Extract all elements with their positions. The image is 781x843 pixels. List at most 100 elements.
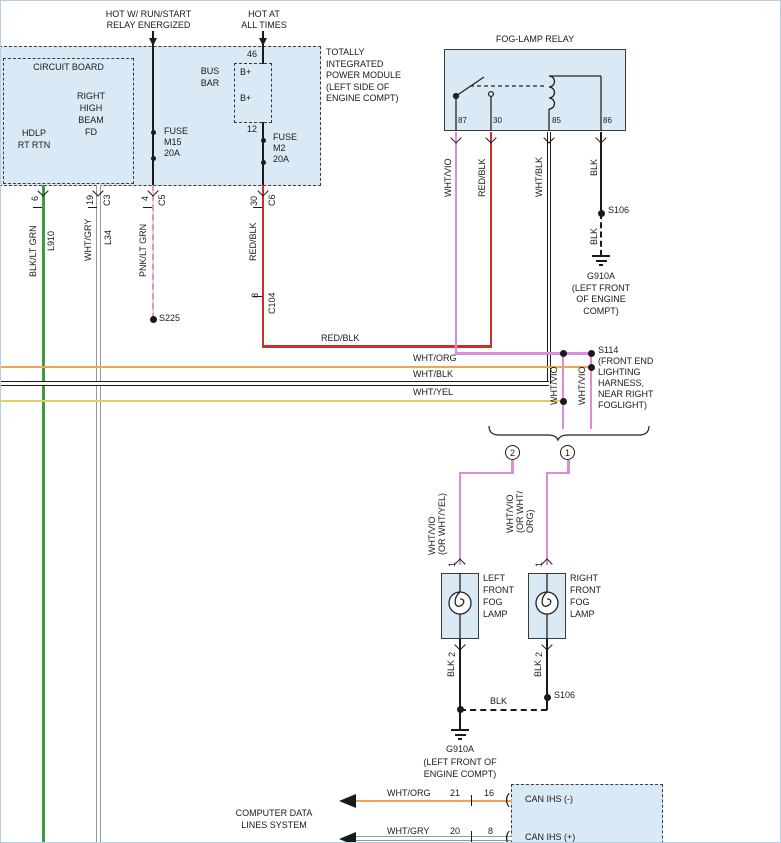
- tick-can-row1: [471, 795, 473, 806]
- wire-wht-blk-pin85: [546, 132, 552, 384]
- chevron-relay-85-icon: [542, 132, 555, 144]
- can-row2-pin-b: 8: [488, 826, 494, 836]
- splice-s114-branch: [559, 349, 567, 357]
- wire-hot-run-start: [151, 31, 155, 186]
- wire-can-wht-gry: [356, 836, 512, 841]
- arrow-down-hot1-icon: [149, 38, 157, 46]
- label-wht-org: WHT/ORG: [413, 353, 457, 363]
- wire-feed-left-v1: [511, 460, 514, 473]
- label-l34: L34: [103, 229, 113, 245]
- tipm-note: TOTALLY INTEGRATED POWER MODULE (LEFT SI…: [326, 47, 402, 103]
- label-c104: C104: [267, 292, 277, 314]
- wire-blk-dashed-s106-h: [460, 708, 547, 711]
- wire-can-wht-org: [356, 800, 512, 803]
- fuse-m2-top-terminal: [260, 137, 266, 143]
- label-red-blk-horizontal: RED/BLK: [321, 333, 360, 343]
- connector-brace-icon: [486, 425, 652, 441]
- wire-blk-pin86: [599, 132, 603, 213]
- hdlp-rt-rtn-label: HDLP RT RTN: [17, 128, 51, 150]
- wire-feed-right-v2: [545, 471, 549, 565]
- computer-data-lines-label: COMPUTER DATA LINES SYSTEM: [235, 808, 313, 830]
- bus-pin-46: 46: [246, 49, 257, 59]
- tipm-pin-4: 4: [140, 195, 150, 201]
- label-g910a-bottom: G910A (LEFT FRONT OF ENGINE COMPT): [423, 744, 497, 779]
- can-row2-pin-a: 20: [450, 826, 461, 836]
- fuse-m2-label: FUSE M2 20A: [273, 132, 298, 164]
- can-row2-label: CAN IHS (+): [525, 832, 576, 842]
- arrow-left-can2-icon: [339, 832, 356, 842]
- fuse-m15-top-terminal: [150, 129, 156, 135]
- wire-blk-lt-grn: [41, 185, 45, 842]
- wire-blk-left-lamp: [458, 639, 462, 729]
- connector-cavity-1: 1: [560, 445, 575, 460]
- label-blk-dashed-top: BLK: [589, 227, 599, 245]
- right-high-beam-fd-label: RIGHT HIGH BEAM FD: [77, 91, 105, 137]
- wire-hot-all-times-upper: [261, 31, 265, 64]
- wire-wht-vio-drop-right: [589, 352, 593, 429]
- label-wht-blk: WHT/BLK: [413, 369, 454, 379]
- label-blk-jumper: BLK: [490, 696, 508, 706]
- chevron-relay-86-icon: [594, 132, 607, 144]
- can-row1-label: CAN IHS (-): [525, 794, 573, 804]
- bus-pin-12: 12: [246, 124, 257, 134]
- tick-pin19: [88, 206, 97, 208]
- tick-can-row2: [471, 831, 473, 842]
- label-c104-pin-8: 8: [250, 292, 260, 298]
- chevron-relay-30-icon: [484, 132, 497, 144]
- label-wht-blk-85: WHT/BLK: [534, 156, 544, 197]
- splice-s114: [587, 349, 595, 357]
- wire-red-blk-to-relay: [489, 132, 493, 347]
- label-blk-86: BLK: [589, 158, 599, 176]
- connector-curl-row2-icon: (: [505, 829, 510, 843]
- left-fog-lamp-label: LEFT FRONT FOG LAMP: [483, 573, 514, 619]
- bus-bar-label: BUS BAR: [200, 66, 220, 88]
- relay-pin-30: 30: [493, 116, 502, 125]
- circuit-board-box: [3, 58, 134, 184]
- label-s106-bottom: S106: [554, 690, 576, 700]
- wire-wht-vio-drop-left: [561, 352, 565, 429]
- wire-wht-org-horizontal: [1, 365, 593, 369]
- relay-pin-86: 86: [603, 116, 612, 125]
- tick-pin4: [143, 206, 152, 208]
- ground-g910a-top-bar3: [598, 264, 604, 267]
- label-blk-right-lamp: BLK: [533, 659, 543, 677]
- wire-red-blk-from-tipm: [261, 185, 265, 347]
- splice-s106-top: [597, 209, 605, 217]
- label-l910: L910: [46, 230, 56, 251]
- tick-pin30: [253, 206, 262, 208]
- tipm-pin-19: 19: [85, 194, 95, 205]
- fog-lamp-relay-box: [444, 49, 626, 131]
- chevron-relay-87-icon: [449, 132, 462, 144]
- splice-s106-bottom: [543, 693, 551, 701]
- wire-wht-blk-horizontal: [1, 381, 549, 386]
- can-row1-wire: WHT/ORG: [387, 788, 431, 798]
- ground-g910a-bottom-bar1: [451, 729, 469, 732]
- hot-all-times-label: HOT AT ALL TIMES: [241, 9, 287, 30]
- label-blk-left-lamp: BLK: [446, 659, 456, 677]
- relay-pin-85: 85: [552, 116, 561, 125]
- hot-run-start-label: HOT W/ RUN/START RELAY ENERGIZED: [105, 9, 192, 30]
- wire-feed-right-h: [545, 471, 570, 474]
- tipm-conn-c3: C3: [102, 194, 112, 206]
- label-wht-vio-87: WHT/VIO: [443, 158, 453, 198]
- label-wht-yel: WHT/YEL: [413, 387, 454, 397]
- fog-lamp-relay-title: FOG-LAMP RELAY: [495, 34, 575, 44]
- wire-wht-vio-pin87: [454, 132, 458, 354]
- junction-wht-yel: [559, 397, 567, 405]
- junction-wht-org: [587, 363, 595, 371]
- fuse-m15-bottom-terminal: [150, 155, 156, 161]
- ground-g910a-bottom-bar2: [454, 733, 466, 736]
- wire-wht-yel-horizontal: [1, 399, 565, 403]
- can-row2-wire: WHT/GRY: [387, 826, 430, 836]
- tick-pin6: [33, 206, 42, 208]
- label-wht-vio-drop-left: WHT/VIO: [549, 366, 559, 406]
- label-blk-lt-grn: BLK/LT GRN: [28, 225, 38, 277]
- label-wht-vio-drop-right: WHT/VIO: [577, 366, 587, 406]
- can-module-box: [511, 784, 663, 842]
- ground-g910a-top-bar1: [592, 255, 610, 258]
- label-wht-gry: WHT/GRY: [83, 218, 93, 261]
- label-s114: S114 (FRONT END LIGHTING HARNESS, NEAR R…: [598, 345, 654, 410]
- bus-bplus-2: B+: [240, 93, 252, 103]
- right-lamp-pin-1: 1: [534, 561, 544, 567]
